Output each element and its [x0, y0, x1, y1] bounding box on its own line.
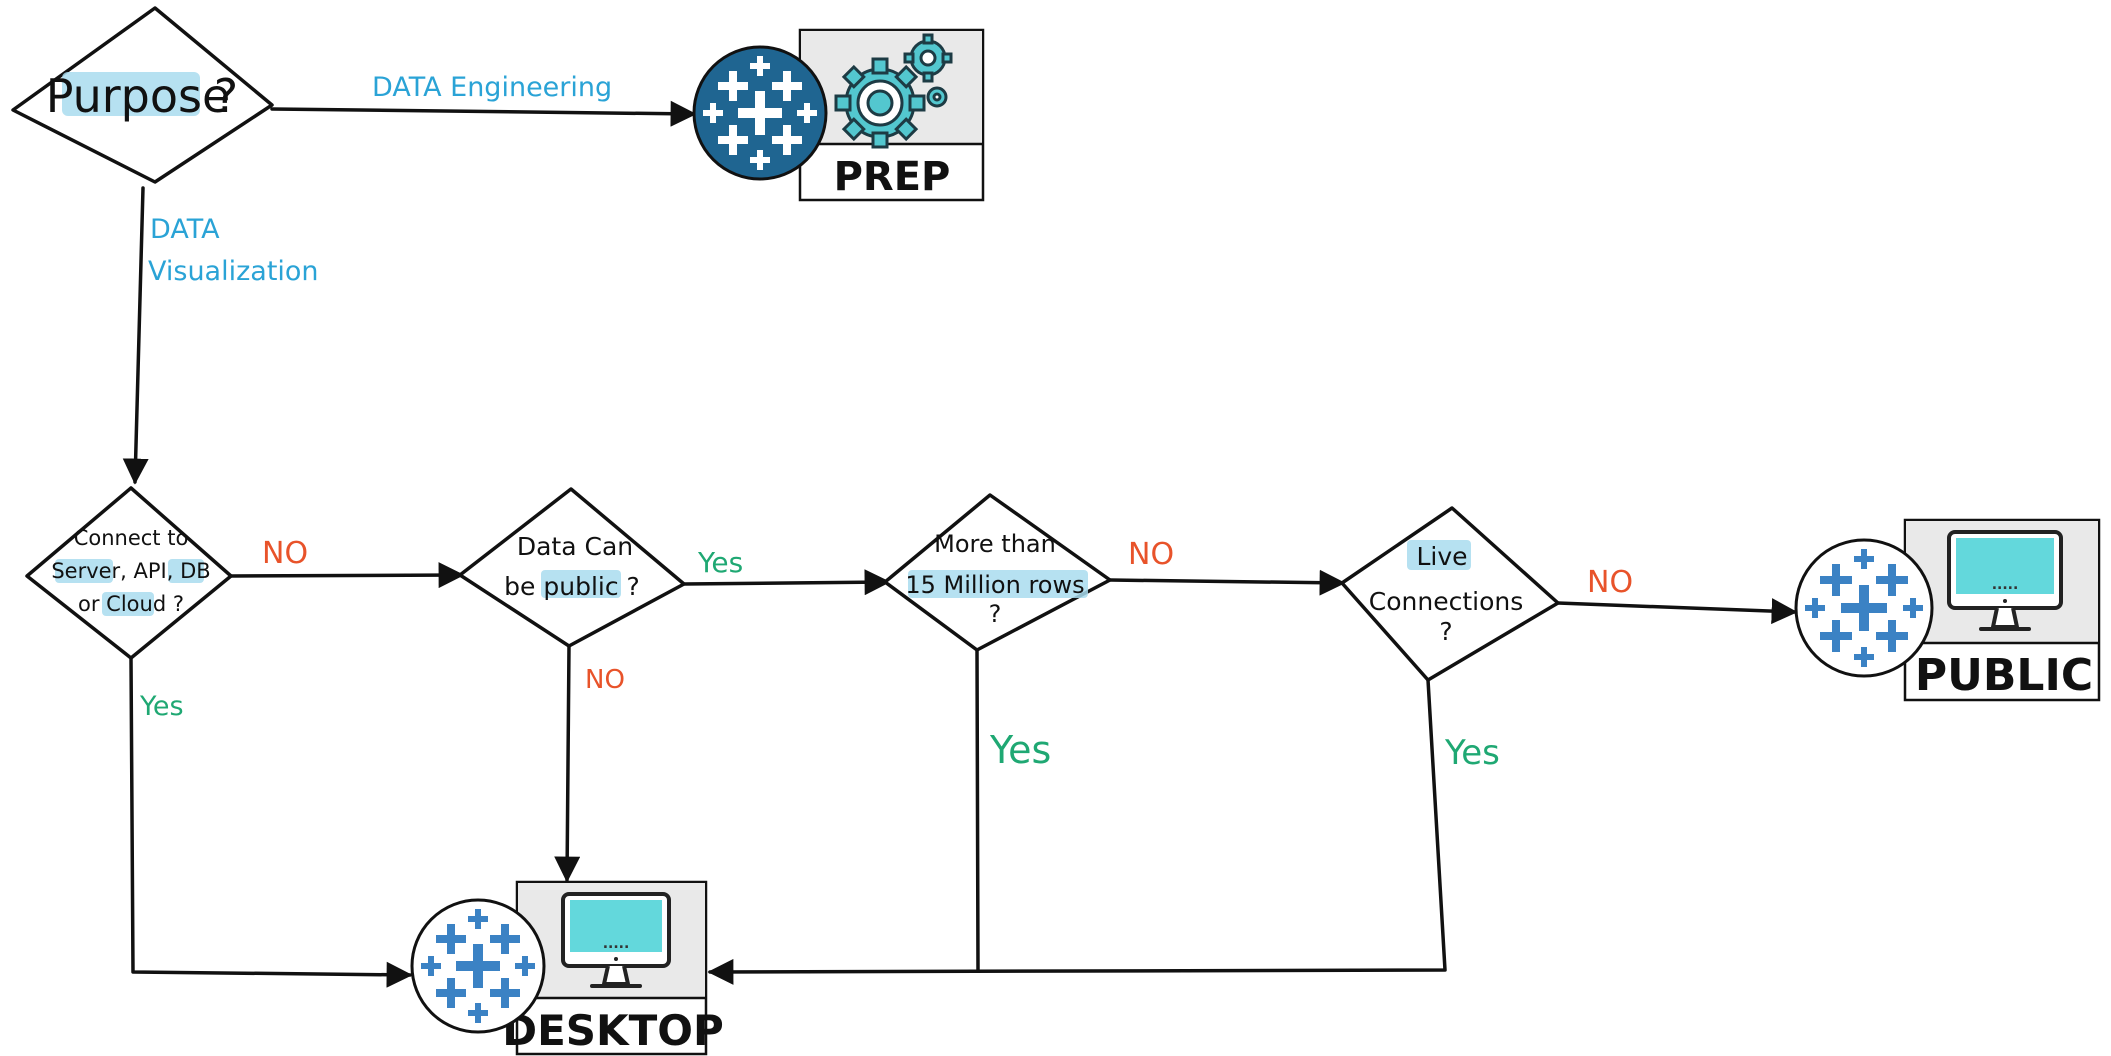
purpose-label: Purpose	[46, 69, 231, 123]
label-data: DATA	[150, 214, 220, 245]
edge-labels: DATA Engineering DATA Visualization NO Y…	[139, 72, 1633, 773]
public-label: PUBLIC	[1915, 650, 2093, 701]
connectors	[122, 100, 1798, 988]
desktop-screen-text: .....	[603, 936, 630, 952]
label-data-engineering: DATA Engineering	[372, 72, 612, 103]
decision-purpose: Purpose ?	[11, 6, 274, 184]
public-line-1: Data Can	[517, 532, 633, 561]
edge-live-to-public	[1556, 598, 1798, 625]
edge-connect-to-public	[229, 562, 465, 589]
label-rows-no: NO	[1128, 537, 1174, 572]
gears-icon	[834, 33, 953, 149]
edge-rows-yes-down	[975, 648, 980, 972]
tableau-logo-prep-icon	[692, 45, 828, 181]
edge-live-yes-to-desktop	[707, 678, 1447, 985]
monitor-icon: .....	[561, 892, 671, 988]
edge-rows-to-live	[1108, 569, 1346, 596]
tableau-logo-desktop-icon	[410, 898, 546, 1034]
edge-purpose-to-connect	[122, 186, 149, 485]
product-desktop: DESKTOP .....	[410, 880, 724, 1056]
decision-row-count: More than 15 Million rows ?	[883, 493, 1112, 652]
label-public-yes: Yes	[697, 546, 743, 579]
edge-public-to-rows	[682, 569, 891, 596]
edge-connect-to-desktop	[129, 656, 413, 988]
label-visualization: Visualization	[148, 256, 319, 287]
decision-live-connections: Live Connections ?	[1340, 506, 1560, 682]
label-live-yes: Yes	[1444, 733, 1500, 773]
label-connect-yes: Yes	[139, 691, 184, 722]
tableau-logo-public-icon	[1794, 538, 1934, 678]
label-connect-no: NO	[262, 536, 308, 571]
decision-connect-source: Connect to Server, API, DB or Cloud ?	[25, 486, 233, 660]
rows-line-1: More than	[934, 530, 1056, 558]
label-live-no: NO	[1587, 565, 1633, 600]
label-public-no: NO	[585, 665, 625, 695]
monitor-icon: .....	[1947, 530, 2063, 631]
edge-purpose-to-prep	[270, 100, 697, 127]
decision-data-public: Data Can be public ?	[458, 487, 686, 648]
prep-label: PREP	[834, 154, 951, 200]
live-line-3: ?	[1439, 617, 1452, 646]
public-line-2: be public ?	[504, 572, 640, 601]
connect-line-3: or Cloud ?	[78, 592, 184, 616]
live-line-1: Live	[1416, 542, 1467, 571]
live-line-2: Connections	[1369, 587, 1523, 616]
purpose-mark: ?	[214, 69, 238, 123]
desktop-label: DESKTOP	[502, 1006, 723, 1055]
edge-public-to-desktop	[554, 644, 581, 883]
public-screen-text: .....	[1992, 577, 2019, 593]
product-public: PUBLIC .....	[1794, 518, 2101, 702]
label-rows-yes: Yes	[989, 728, 1051, 772]
rows-line-2: 15 Million rows	[905, 571, 1084, 599]
product-prep: PREP	[692, 28, 985, 202]
connect-line-2: Server, API, DB	[51, 559, 210, 583]
rows-line-3: ?	[989, 600, 1002, 628]
connect-line-1: Connect to	[74, 526, 189, 550]
